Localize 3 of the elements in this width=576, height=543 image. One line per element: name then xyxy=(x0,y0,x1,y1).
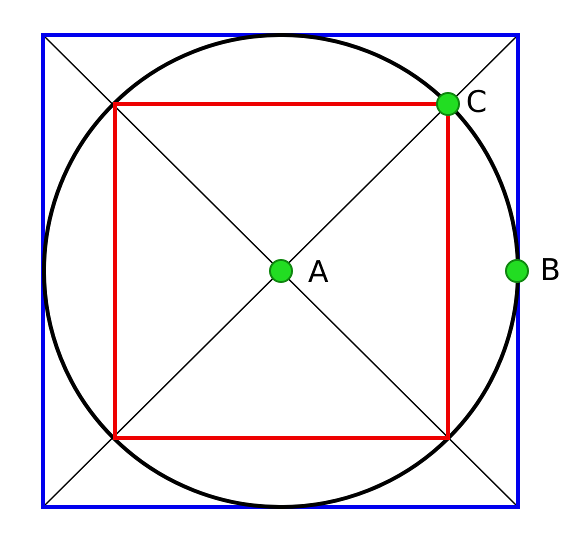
point-label: C xyxy=(466,88,487,118)
point-label: A xyxy=(308,258,329,288)
point-label: B xyxy=(540,256,561,286)
